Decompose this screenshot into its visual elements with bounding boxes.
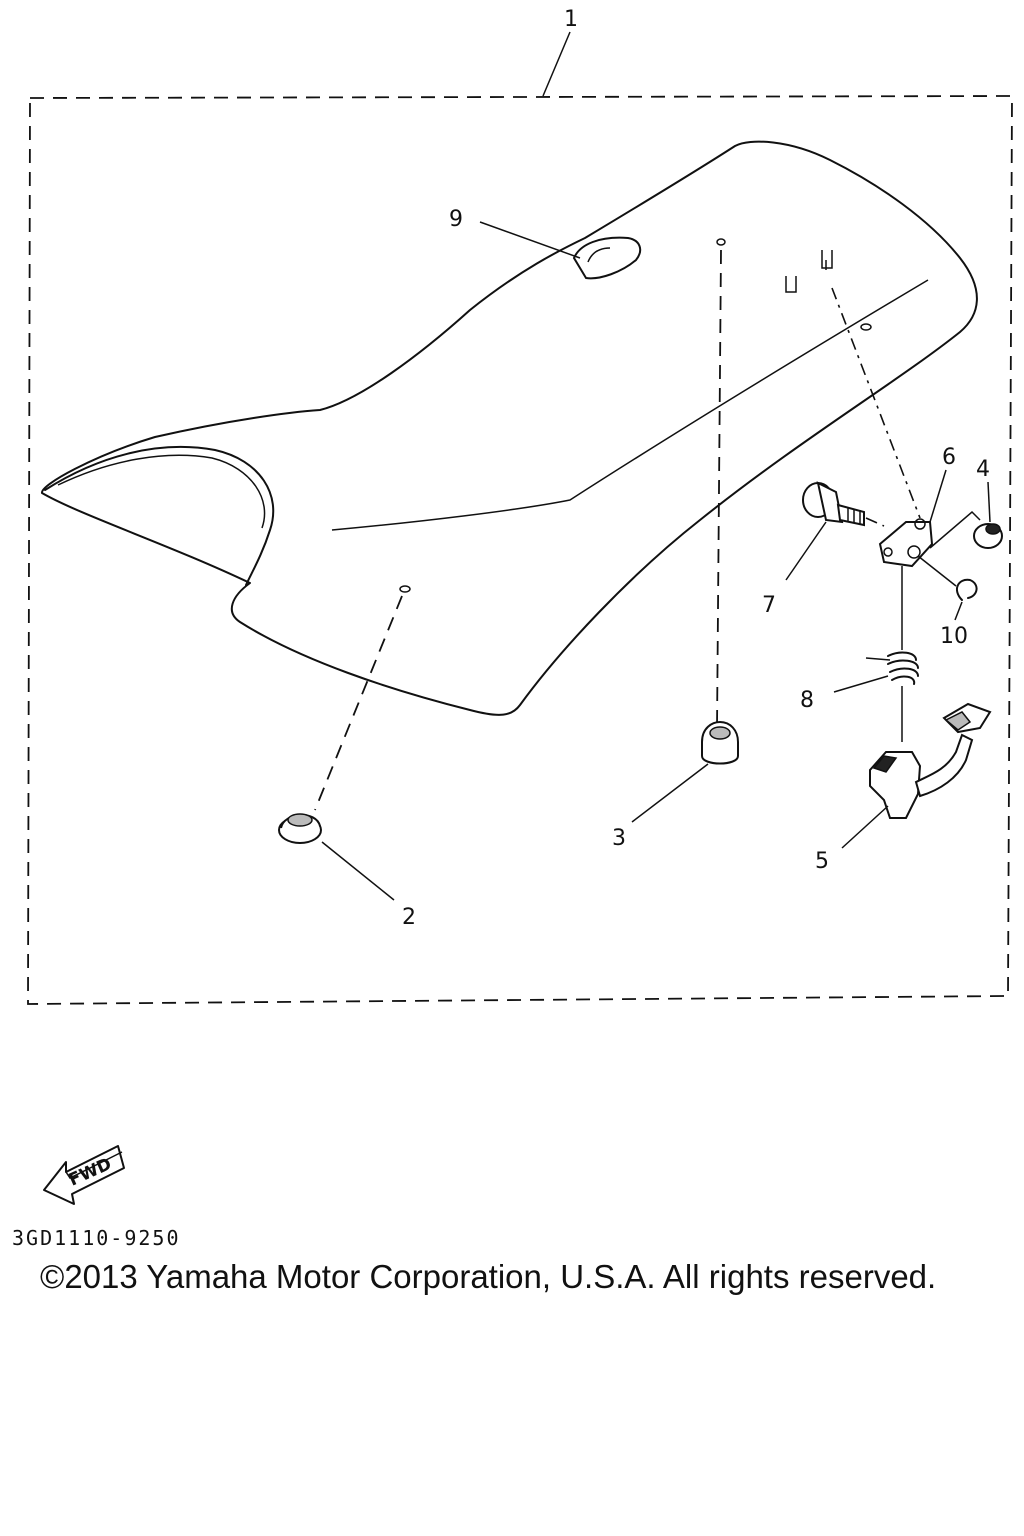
callout-7: 7 xyxy=(762,593,776,618)
callout-1: 1 xyxy=(564,7,578,32)
seat xyxy=(41,140,978,716)
axis-latch xyxy=(831,287,921,519)
leader-5 xyxy=(841,805,889,849)
callout-6: 6 xyxy=(942,445,956,470)
leader-2 xyxy=(321,841,395,901)
assembly-boundary xyxy=(27,95,1013,1005)
leader-4 xyxy=(987,481,991,523)
leader-8 xyxy=(833,675,889,693)
callout-3: 3 xyxy=(612,826,626,851)
leader-9 xyxy=(479,221,581,259)
leader-10 xyxy=(954,601,963,621)
part-9-strap xyxy=(572,236,642,280)
leader-1 xyxy=(542,31,571,97)
callout-10: 10 xyxy=(940,624,968,649)
part-7-bolt xyxy=(802,481,885,527)
diagram-reference-code: 3GD1110-9250 xyxy=(12,1226,181,1250)
part-5-lever xyxy=(869,702,992,819)
part-6-bracket xyxy=(878,518,934,568)
part-4-grommet xyxy=(929,510,1003,549)
callout-8: 8 xyxy=(800,688,814,713)
leader-7 xyxy=(785,521,827,581)
axis-2 xyxy=(314,595,403,811)
callout-9: 9 xyxy=(449,207,463,232)
leader-3 xyxy=(631,763,709,823)
axis-3 xyxy=(716,249,722,729)
leader-6 xyxy=(929,469,947,523)
callout-2: 2 xyxy=(402,905,416,930)
callout-4: 4 xyxy=(976,457,990,482)
part-3-damper xyxy=(701,720,739,765)
fwd-arrow-icon: FWD xyxy=(43,1145,125,1205)
callout-5: 5 xyxy=(815,849,829,874)
part-2-damper xyxy=(278,813,322,844)
part-8-spring xyxy=(865,651,919,685)
copyright-notice: ©2013 Yamaha Motor Corporation, U.S.A. A… xyxy=(40,1258,937,1295)
part-10-clip xyxy=(917,555,978,601)
